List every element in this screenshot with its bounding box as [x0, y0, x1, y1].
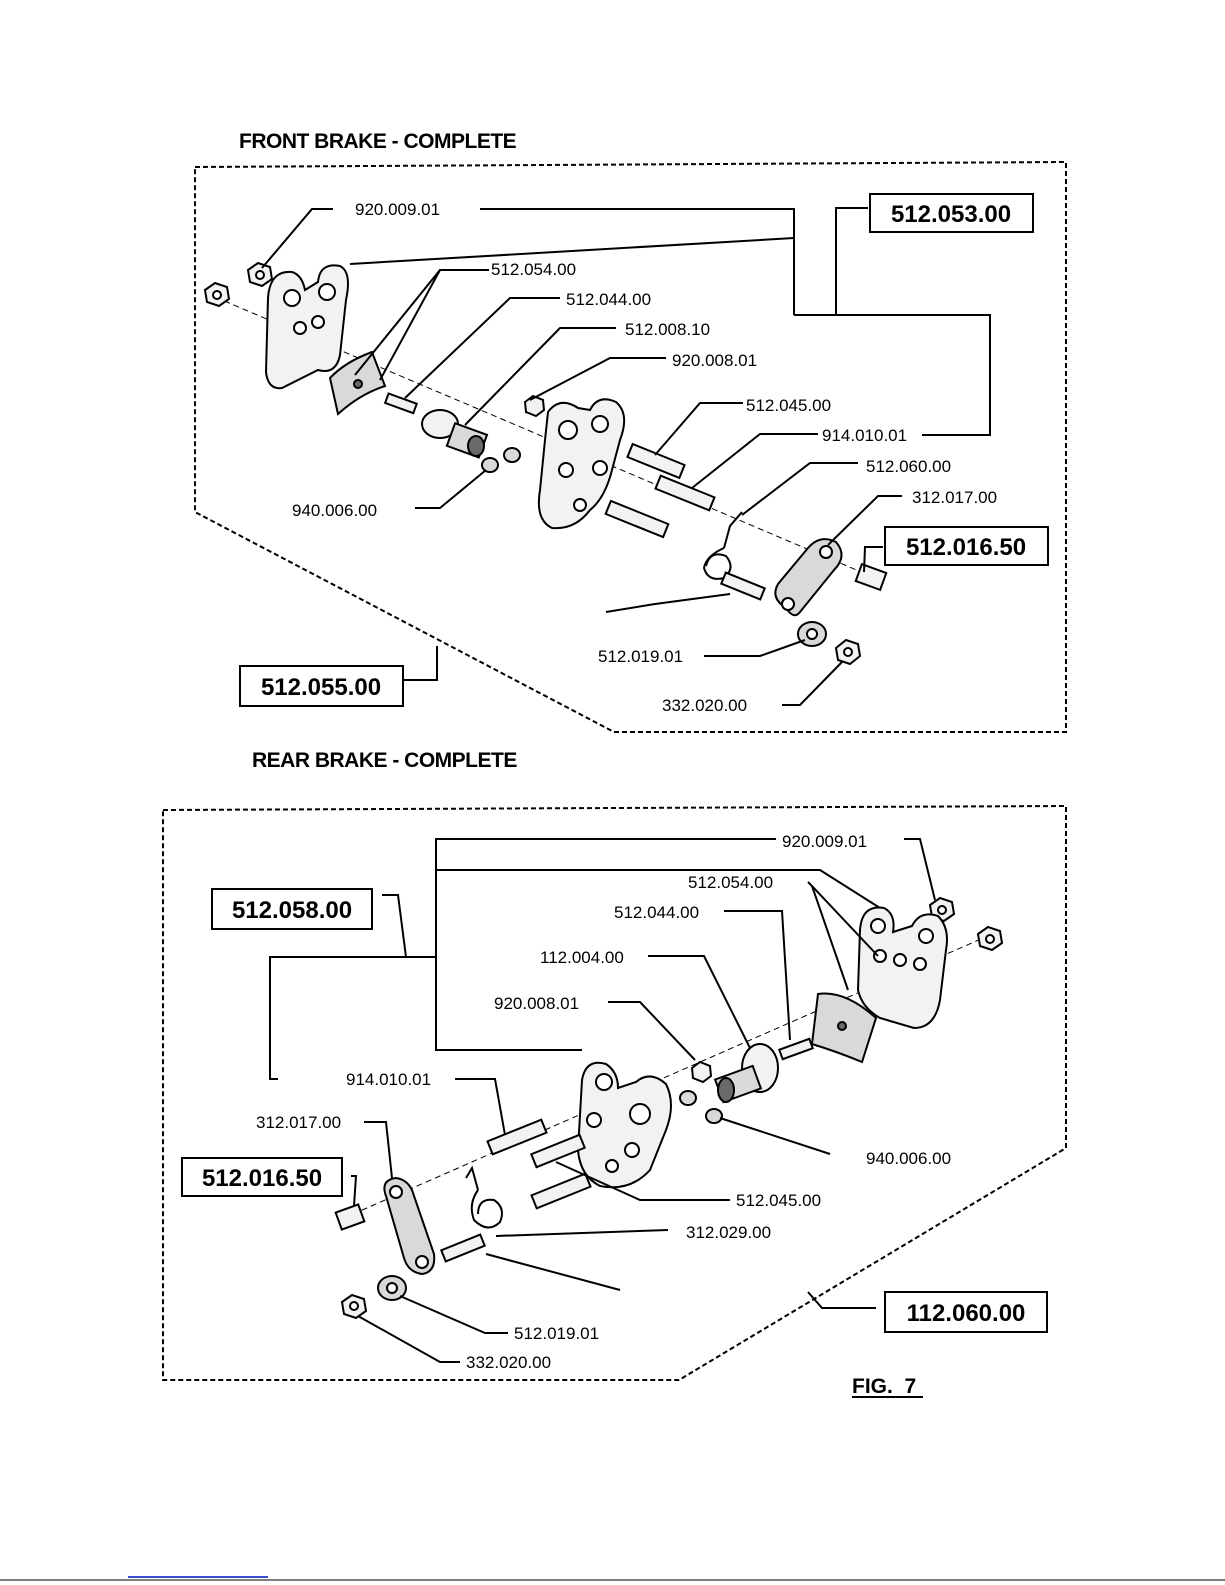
- front-brake-section: FRONT BRAKE - COMPLETE: [194, 130, 1067, 733]
- front-bolt-914-010: [654, 474, 716, 512]
- front-label-914-010-01: 914.010.01: [822, 426, 907, 445]
- front-spring: [702, 511, 743, 580]
- rear-label-920-008-01: 920.008.01: [494, 994, 579, 1013]
- rear-label-914-010-01: 914.010.01: [346, 1070, 431, 1089]
- rear-label-512-054-00: 512.054.00: [688, 873, 773, 892]
- front-nut-920-008: [523, 394, 546, 418]
- rear-parts-drawing: [334, 896, 1004, 1320]
- rear-caliper-body: [576, 1061, 672, 1189]
- figure-label: FIG. 7: [852, 1375, 916, 1398]
- rear-label-112-004-00: 112.004.00: [540, 948, 624, 967]
- front-label-512-060-00: 512.060.00: [866, 457, 951, 476]
- front-box-label-512-055-00: 512.055.00: [261, 674, 381, 701]
- front-label-332-020-00: 332.020.00: [662, 696, 747, 715]
- rear-shaft: [439, 1233, 487, 1263]
- front-label-512-019-01: 512.019.01: [598, 647, 683, 666]
- rear-label-512-044-00: 512.044.00: [614, 903, 699, 922]
- rear-bolt-914-010: [486, 1118, 548, 1156]
- rear-assembly-boundary: [162, 804, 1067, 1381]
- front-box-512-016-50: [884, 526, 1049, 566]
- rear-spring: [465, 1165, 503, 1229]
- rear-leader-lines: [269, 838, 936, 1363]
- rear-bolt-lower: [530, 1172, 592, 1210]
- rear-lever: [383, 1176, 436, 1276]
- rear-box-112-060-00: [884, 1291, 1048, 1333]
- front-label-312-017-00: 312.017.00: [912, 488, 997, 507]
- rear-bushing-a: [679, 1090, 697, 1106]
- front-label-920-009-01: 920.009.01: [355, 200, 440, 219]
- front-bolt-512-045: [626, 442, 686, 480]
- front-leader-lines: [261, 207, 991, 706]
- front-assembly-boundary: [194, 160, 1067, 733]
- rear-label-512-045-00: 512.045.00: [736, 1191, 821, 1210]
- front-box-512-053-00: [869, 193, 1034, 233]
- front-sleeve-nut: [854, 562, 888, 592]
- rear-box-label-112-060-00: 112.060.00: [907, 1300, 1026, 1327]
- rear-bushing-b: [705, 1108, 723, 1124]
- rear-box-512-016-50: [181, 1157, 343, 1197]
- rear-sleeve-nut: [334, 1203, 366, 1231]
- rear-label-920-009-01: 920.009.01: [782, 832, 867, 851]
- front-box-label-512-053-00: 512.053.00: [891, 201, 1011, 228]
- front-bolt-lower: [604, 499, 670, 539]
- rear-label-312-017-00: 312.017.00: [256, 1113, 341, 1132]
- front-label-512-054-00: 512.054.00: [491, 260, 576, 279]
- rear-label-940-006-00: 940.006.00: [866, 1149, 951, 1168]
- front-box-label-512-016-50: 512.016.50: [906, 534, 1026, 561]
- front-pad-pin: [383, 392, 419, 415]
- rear-bolt-512-045: [529, 1133, 587, 1169]
- rear-box-512-058-00: [211, 888, 373, 930]
- rear-box-label-512-016-50: 512.016.50: [202, 1165, 322, 1192]
- rear-label-332-020-00: 332.020.00: [466, 1353, 551, 1372]
- front-shaft: [719, 571, 767, 601]
- front-box-512-055-00: [239, 665, 404, 707]
- front-brake-title: FRONT BRAKE - COMPLETE: [239, 130, 517, 153]
- front-pad-holder: [264, 264, 349, 390]
- rear-pad-pin: [777, 1037, 815, 1061]
- front-label-940-006-00: 940.006.00: [292, 501, 377, 520]
- front-label-512-008-10: 512.008.10: [625, 320, 710, 339]
- front-label-512-044-00: 512.044.00: [566, 290, 651, 309]
- front-label-512-045-00: 512.045.00: [746, 396, 831, 415]
- front-parts-drawing: [203, 261, 888, 666]
- rear-box-label-512-058-00: 512.058.00: [232, 897, 352, 924]
- front-bushing-a: [481, 457, 499, 473]
- rear-nut-920-008: [690, 1060, 713, 1084]
- rear-label-312-029-00: 312.029.00: [686, 1223, 771, 1242]
- rear-brake-title: REAR BRAKE - COMPLETE: [252, 749, 517, 772]
- front-bushing-b: [503, 447, 521, 463]
- rear-label-512-019-01: 512.019.01: [514, 1324, 599, 1343]
- front-label-920-008-01: 920.008.01: [672, 351, 757, 370]
- rear-brake-section: REAR BRAKE - COMPLETE: [162, 749, 1067, 1381]
